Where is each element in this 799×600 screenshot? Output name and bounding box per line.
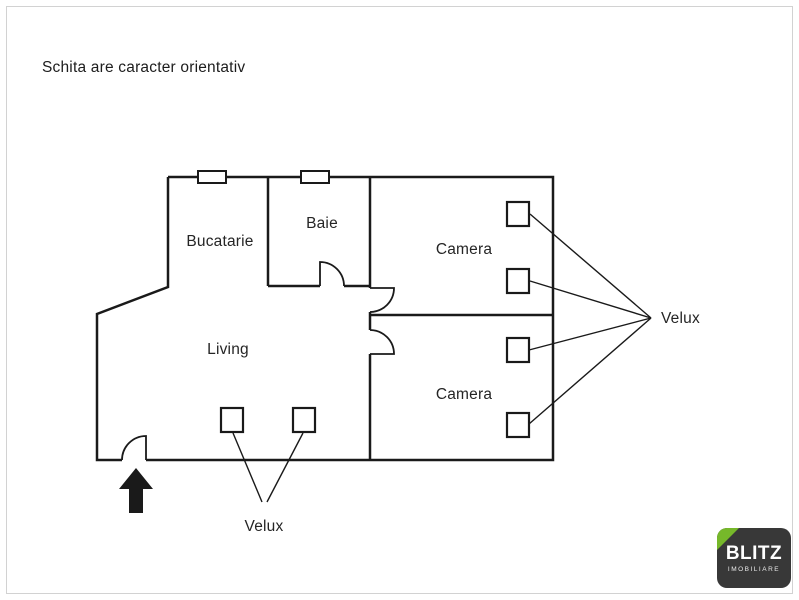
room-label-camera-top: Camera [435, 241, 493, 258]
velux-pointer-line [529, 213, 652, 319]
velux-window [505, 200, 531, 228]
room-label-camera-bottom: Camera [435, 386, 493, 403]
velux-window [505, 336, 531, 364]
room-label-kitchen: Bucatarie [186, 233, 254, 250]
logo-sub-text: IMOBILIARE [727, 565, 781, 573]
entrance-arrow-icon [119, 468, 153, 513]
walls [95, 175, 555, 462]
doors [121, 261, 395, 461]
window-symbols [197, 170, 330, 184]
room-label-bathroom: Baie [306, 215, 338, 232]
bathroom-door-arc [319, 261, 345, 287]
entrance-door-arc [121, 435, 147, 461]
velux-window [219, 406, 245, 434]
velux-window [291, 406, 317, 434]
camera-bottom-door-arc [369, 329, 395, 355]
velux-label-bottom: Velux [244, 518, 284, 535]
window-symbol [197, 170, 227, 184]
room-label-living: Living [207, 341, 249, 358]
camera-top-door-arc [369, 287, 395, 313]
disclaimer-text: Schita are caracter orientativ [42, 59, 246, 76]
velux-pointer-lines [232, 213, 652, 503]
velux-window [505, 267, 531, 295]
velux-pointer-line [529, 280, 652, 319]
blitz-imobiliare-logo: BLITZ IMOBILIARE [717, 528, 791, 588]
velux-pointer-line [232, 432, 263, 503]
window-symbol [300, 170, 330, 184]
logo-brand-text: BLITZ [725, 542, 783, 564]
velux-label-right: Velux [661, 310, 700, 327]
velux-window [505, 411, 531, 439]
velux-pointer-line [266, 432, 304, 503]
velux-windows [219, 200, 531, 439]
velux-pointer-line [528, 317, 652, 425]
velux-pointer-line [528, 317, 652, 351]
outer-wall [95, 175, 555, 462]
